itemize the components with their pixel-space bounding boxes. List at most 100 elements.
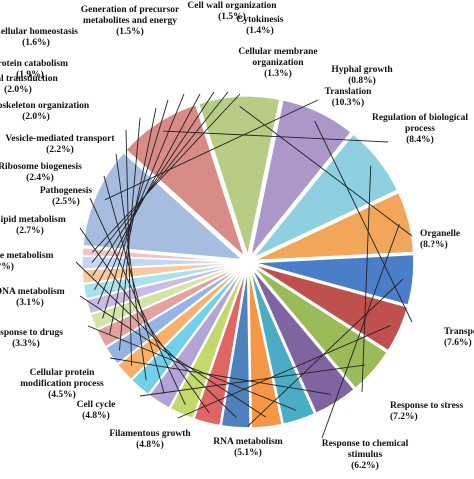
slice-label-line: Generation of precursor bbox=[81, 5, 180, 15]
leader-line-cellular-homeostasis bbox=[102, 99, 169, 319]
slice-label-cell-wall-organization: Cell wall organization(1.5%) bbox=[187, 1, 277, 22]
slice-label-line: Cell wall organization bbox=[187, 1, 277, 11]
pie-slice-lipid-metabolism bbox=[192, 267, 248, 427]
leader-line-response-to-drugs bbox=[87, 325, 297, 411]
slice-label-line: Lipid metabolism bbox=[0, 215, 66, 225]
slice-label-line: (2.0%) bbox=[4, 84, 32, 95]
slice-label-response-to-stress: Response to stress(7.2%) bbox=[390, 401, 463, 422]
slice-label-line: Cytoskeleton organization bbox=[0, 101, 90, 111]
slice-label-line: Response to chemical bbox=[322, 439, 409, 449]
slice-label-line: (2.?%) bbox=[0, 261, 14, 272]
slice-label-vesicle-mediated-transport: Vesicle-mediated transport(2.2%) bbox=[5, 134, 115, 155]
slice-label-cell-cycle: Cell cycle(4.8%) bbox=[77, 400, 116, 421]
leader-line-response-to-chemical-stimulus bbox=[321, 223, 400, 439]
leader-line-filamentous-growth bbox=[177, 325, 391, 419]
slice-label-line: (2.4%) bbox=[26, 172, 54, 183]
slice-label-response-to-drugs: Response to drugs(3.3%) bbox=[0, 328, 63, 349]
slice-label-line: (4.8%) bbox=[136, 439, 164, 450]
leader-line-cellular-membrane-organization bbox=[91, 91, 229, 263]
slice-label-line: (2.0%) bbox=[22, 111, 50, 122]
leader-line-cellular-protein-modification-process bbox=[109, 357, 331, 395]
slice-label-line: Cell cycle bbox=[77, 400, 116, 410]
slice-label-filamentous-growth: Filamentous growth(4.8%) bbox=[109, 429, 191, 450]
slice-label-line: (8.4%) bbox=[406, 134, 434, 145]
slice-label-signal-transduction: Signal transduction(2.0%) bbox=[0, 74, 58, 95]
leader-line-transport bbox=[314, 120, 413, 323]
pie-slice-cytoskeleton-organization bbox=[116, 265, 245, 381]
leader-line-cytokinesis bbox=[92, 91, 215, 277]
slice-label-transport: Transport(7.6%) bbox=[444, 327, 474, 348]
slice-label-line: Carbohydrate metabolism bbox=[0, 251, 54, 261]
slice-label-line: Hyphal growth bbox=[331, 65, 393, 75]
pie-slice-response-to-drugs bbox=[249, 267, 316, 426]
pie-slice-rna-metabolism bbox=[253, 253, 415, 307]
slice-label-line: Cellular protein bbox=[30, 368, 96, 378]
pie-slice-response-to-stress bbox=[252, 132, 399, 259]
slice-label-line: Cytokinesis bbox=[237, 15, 284, 25]
slice-label-line: modification process bbox=[20, 379, 104, 389]
pie-slice-translation bbox=[82, 151, 245, 261]
leader-line-generation-of-precursor-metabolites-and-energy bbox=[97, 93, 185, 305]
slice-label-line: stimulus bbox=[348, 450, 383, 460]
slice-label-carbohydrate-metabolism: Carbohydrate metabolism(2.?%) bbox=[0, 251, 54, 272]
slice-label-line: RNA metabolism bbox=[213, 437, 282, 447]
slice-label-line: Vesicle-mediated transport bbox=[5, 134, 115, 144]
slice-label-translation: Translation(10.3%) bbox=[325, 87, 373, 108]
slice-label-line: Cellular membrane bbox=[238, 47, 317, 57]
leader-line-carbohydrate-metabolism bbox=[75, 261, 237, 418]
leader-line-response-to-stress bbox=[361, 165, 372, 393]
leader-line-vesicle-mediated-transport bbox=[115, 153, 147, 381]
slice-label-rna-metabolism: RNA metabolism(5.1%) bbox=[213, 437, 282, 458]
slice-label-line: Ribosome biogenesis bbox=[0, 162, 82, 172]
slice-label-line: (0.8%) bbox=[348, 75, 376, 86]
slices-layer bbox=[81, 95, 415, 429]
slice-label-line: (8.?%) bbox=[420, 239, 448, 250]
slice-label-cytokinesis: Cytokinesis(1.4%) bbox=[237, 15, 284, 36]
slice-label-line: Pathogenesis bbox=[40, 186, 93, 196]
slice-label-line: Cellular homeostasis bbox=[0, 27, 78, 37]
leader-line-pathogenesis bbox=[89, 197, 186, 406]
leader-line-hyphal-growth bbox=[91, 93, 241, 253]
pie-slice-cell-cycle bbox=[251, 265, 389, 390]
slice-label-line: Organelle bbox=[420, 229, 460, 239]
leader-line-regulation-of-biological-process bbox=[163, 130, 389, 143]
slice-label-line: (2.7%) bbox=[16, 225, 44, 236]
slice-label-line: (4.5%) bbox=[48, 389, 76, 400]
pie-slice-filamentous-growth bbox=[253, 263, 409, 352]
leader-lines-layer bbox=[75, 91, 413, 439]
slice-label-line: Regulation of biological bbox=[372, 113, 468, 123]
slice-label-line: DNA metabolism bbox=[0, 287, 65, 297]
slice-label-lipid-metabolism: Lipid metabolism(2.7%) bbox=[0, 215, 66, 236]
slice-label-protein-catabolism: Protein catabolism(1.9%) bbox=[0, 59, 68, 80]
slice-label-line: Response to drugs bbox=[0, 328, 63, 338]
slice-label-line: Response to stress bbox=[390, 401, 463, 411]
leader-line-cell-cycle bbox=[139, 364, 366, 397]
slice-label-line: (5.1%) bbox=[234, 447, 262, 458]
slice-label-organelle: Organelle(8.?%) bbox=[420, 229, 460, 250]
slice-label-line: Filamentous growth bbox=[109, 429, 191, 439]
slice-label-line: (4.8%) bbox=[82, 410, 110, 421]
slice-label-cellular-homeostasis: Cellular homeostasis(1.6%) bbox=[0, 27, 78, 48]
pie-slice-cellular-protein-modification-process bbox=[250, 266, 356, 415]
slice-label-line: (7.6%) bbox=[444, 337, 472, 348]
leader-line-lipid-metabolism bbox=[79, 227, 210, 414]
slice-label-line: Translation bbox=[325, 87, 373, 97]
slice-label-line: (1.6%) bbox=[22, 37, 50, 48]
slice-label-line: (6.2%) bbox=[351, 460, 379, 471]
pie-slice-hyphal-growth bbox=[81, 246, 243, 263]
leader-line-cell-wall-organization bbox=[94, 93, 201, 291]
slice-label-line: organization bbox=[252, 58, 304, 68]
slice-label-cytoskeleton-organization: Cytoskeleton organization(2.0%) bbox=[0, 101, 90, 122]
slice-label-line: (2.5%) bbox=[52, 196, 80, 207]
slice-label-pathogenesis: Pathogenesis(2.5%) bbox=[40, 186, 93, 207]
slice-label-hyphal-growth: Hyphal growth(0.8%) bbox=[331, 65, 393, 86]
slice-label-line: Transport bbox=[444, 327, 474, 337]
